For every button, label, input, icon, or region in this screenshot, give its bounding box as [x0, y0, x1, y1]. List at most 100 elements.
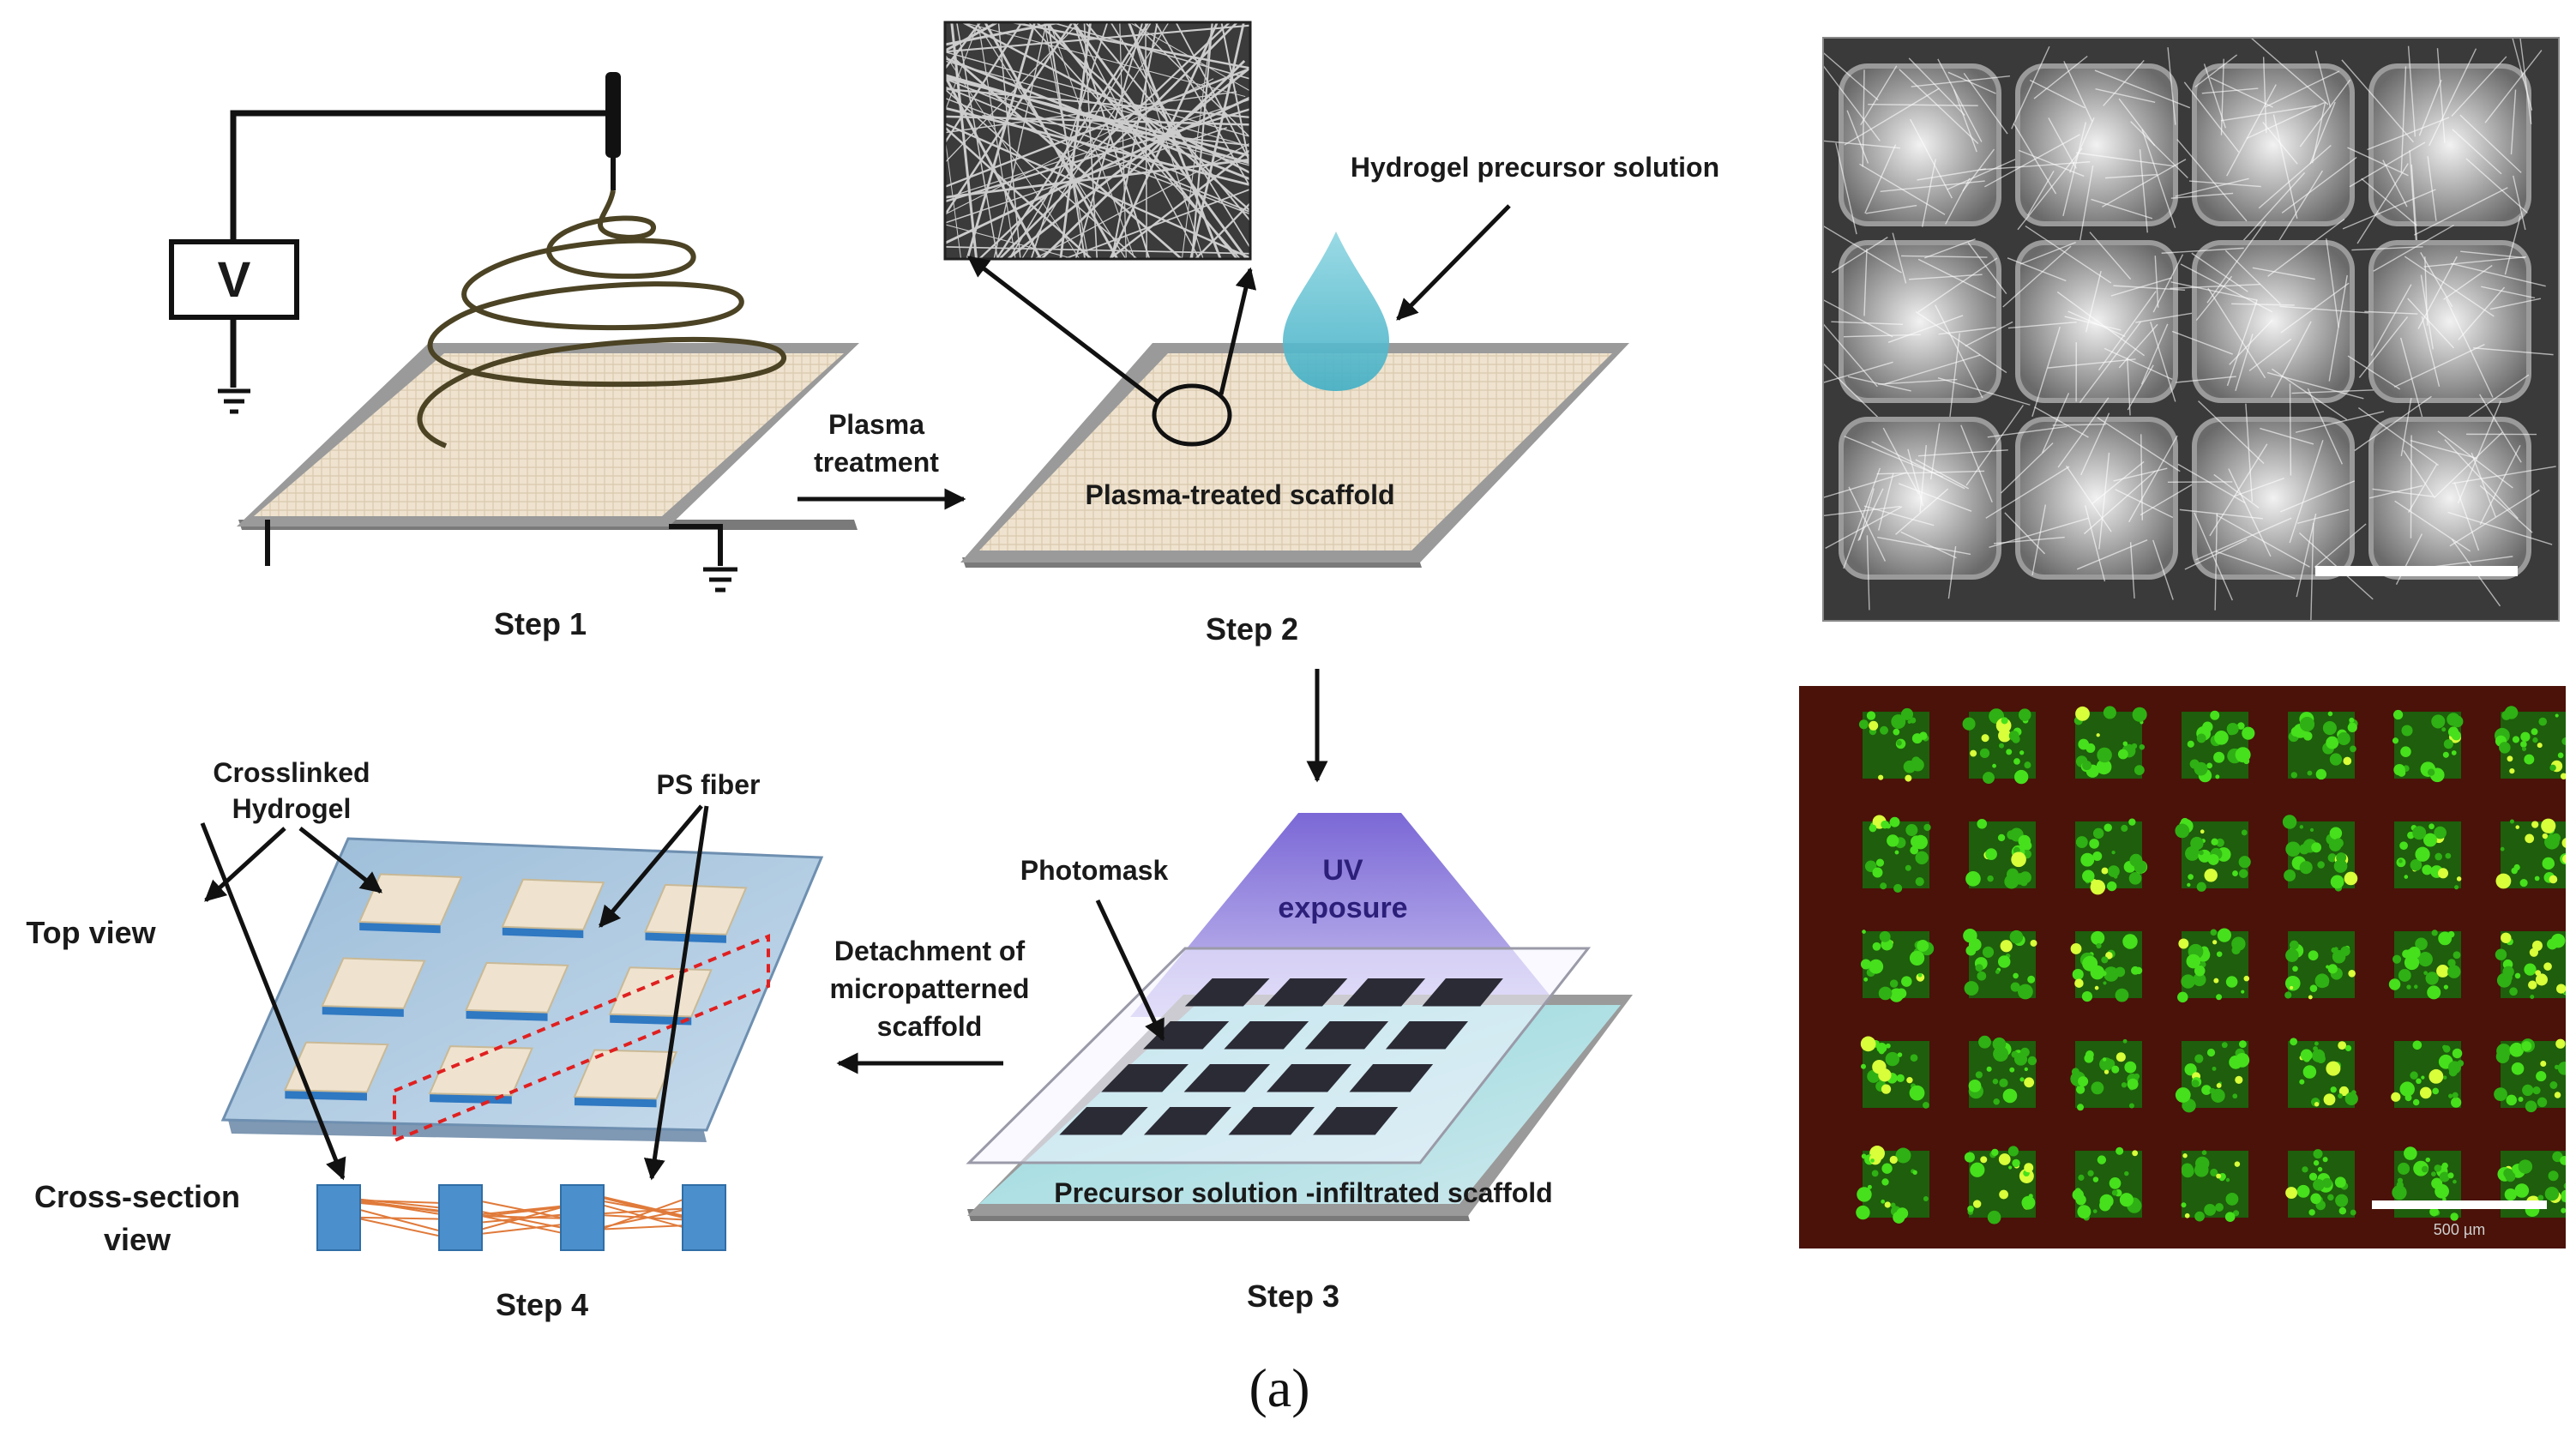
fluor-cell — [2232, 870, 2238, 876]
fluor-cell — [2432, 1087, 2440, 1095]
sem-well-fiber — [2452, 466, 2556, 484]
sem-well-fiber — [2007, 321, 2077, 329]
fluor-cell — [2184, 1063, 2197, 1076]
sem-fiber — [945, 127, 1227, 224]
fluor-cell — [2300, 1049, 2313, 1062]
sem-well-fiber — [2113, 285, 2186, 291]
fluor-cell — [2234, 1161, 2241, 1167]
sem-fiber — [955, 22, 999, 259]
sem-fiber — [945, 74, 1250, 165]
fluor-cell — [2101, 867, 2109, 875]
sem-fiber — [945, 224, 1076, 259]
fluor-cell — [2314, 1102, 2320, 1107]
fluor-cell — [2196, 881, 2206, 892]
fluor-cell — [2235, 1052, 2250, 1068]
fluor-cell — [2423, 833, 2437, 847]
fluor-cell — [2024, 761, 2031, 769]
fluor-cell — [2453, 1179, 2457, 1184]
sem-well-fiber — [2041, 393, 2070, 454]
cross-fiber — [481, 1224, 562, 1235]
spinneret-needle — [605, 72, 621, 158]
fluor-cell — [2221, 1042, 2228, 1049]
sem-fiber — [945, 53, 1080, 259]
fluor-cell — [1987, 1210, 2001, 1224]
fluor-cell — [2308, 1209, 2315, 1216]
plasma-scaffold-label: Plasma-treated scaffold — [1085, 479, 1394, 510]
fluor-cell — [1869, 959, 1884, 974]
fluor-cell — [2213, 751, 2225, 763]
sem-well-fiber — [2446, 298, 2494, 398]
sem-well-fiber — [2478, 394, 2522, 463]
fluor-cell — [1886, 1043, 1891, 1049]
fluor-cell — [2101, 956, 2109, 964]
fluor-cell — [2308, 1172, 2318, 1181]
fluor-cell — [2103, 706, 2116, 719]
sem-well-fiber — [1917, 258, 1996, 298]
sem-well-fiber — [1924, 238, 1976, 259]
fluor-cell — [2290, 772, 2297, 779]
fluor-cell — [1869, 720, 1879, 731]
fluor-cell — [2347, 722, 2357, 733]
fluor-cell — [1878, 986, 1893, 1001]
fluor-cell — [2116, 1146, 2124, 1155]
fluor-cell — [2549, 875, 2558, 884]
fluor-cell — [2336, 852, 2347, 863]
fluor-cell — [1889, 1155, 1898, 1164]
fluor-cell — [2175, 823, 2190, 839]
fluor-cell — [2415, 846, 2430, 862]
fluor-cell — [2457, 1060, 2465, 1067]
fluor-cell — [2425, 972, 2439, 985]
fluor-cell — [2335, 1194, 2349, 1207]
fluor-cell — [2450, 1212, 2459, 1221]
fluor-cell — [2338, 1086, 2350, 1097]
sem-well-fiber — [2481, 286, 2536, 299]
fluor-cell — [2398, 859, 2403, 863]
fluor-cell — [2322, 1157, 2328, 1163]
fluor-cell — [2082, 869, 2095, 882]
sem-well-fiber — [2372, 488, 2435, 498]
fluor-cell — [2216, 1173, 2222, 1179]
sem-fiber — [1119, 22, 1127, 259]
sem-fiber — [945, 107, 1250, 203]
fluor-cell — [1893, 883, 1903, 893]
sem-fiber — [1194, 202, 1250, 259]
sem-well-fiber — [1908, 57, 1965, 117]
fluor-cell — [2448, 1068, 2458, 1077]
sem-well-fiber — [1987, 425, 2067, 438]
fluor-cell — [2561, 838, 2566, 848]
fluor-cell — [2536, 1070, 2547, 1082]
figure-caption: (a) — [1249, 1357, 1309, 1418]
sem-well-fiber — [2347, 147, 2409, 177]
fluor-scale-label: 500 µm — [2434, 1221, 2485, 1238]
fluor-cell — [1894, 850, 1899, 855]
sem-well-fiber — [1907, 448, 1924, 507]
sem-well-fiber — [2091, 460, 2145, 504]
fluor-cell — [2532, 737, 2538, 743]
fluor-cell — [1886, 823, 1892, 829]
fluor-cell — [2518, 1159, 2533, 1174]
fluor-cell — [1881, 1199, 1886, 1204]
fluor-cell — [2512, 736, 2520, 743]
sem-well-fiber — [1909, 274, 1983, 280]
cross-fiber — [603, 1204, 683, 1228]
fluor-cell — [2124, 1170, 2129, 1176]
fluor-cell — [2391, 1092, 2401, 1102]
sem-well-fiber — [1917, 257, 1998, 313]
hydrogel-pad — [321, 957, 426, 1009]
sem-well-fiber — [2018, 149, 2085, 177]
fluor-cell — [2194, 1211, 2205, 1222]
hydrogel-pad — [573, 1049, 678, 1100]
fluor-cell — [2399, 1081, 2415, 1097]
cross-fiber — [359, 1199, 440, 1204]
sem-fiber — [950, 22, 978, 259]
photomask-square — [1264, 978, 1348, 1007]
fluor-cell — [2547, 938, 2558, 950]
fluor-cell — [2011, 1050, 2019, 1058]
fluor-cell — [2322, 721, 2337, 736]
photomask-square — [1267, 1064, 1352, 1092]
sem-well-fiber — [2450, 262, 2546, 287]
hydrogel-droplet — [1283, 232, 1389, 391]
sem-well — [2374, 245, 2526, 398]
fluor-cell — [2111, 850, 2116, 855]
